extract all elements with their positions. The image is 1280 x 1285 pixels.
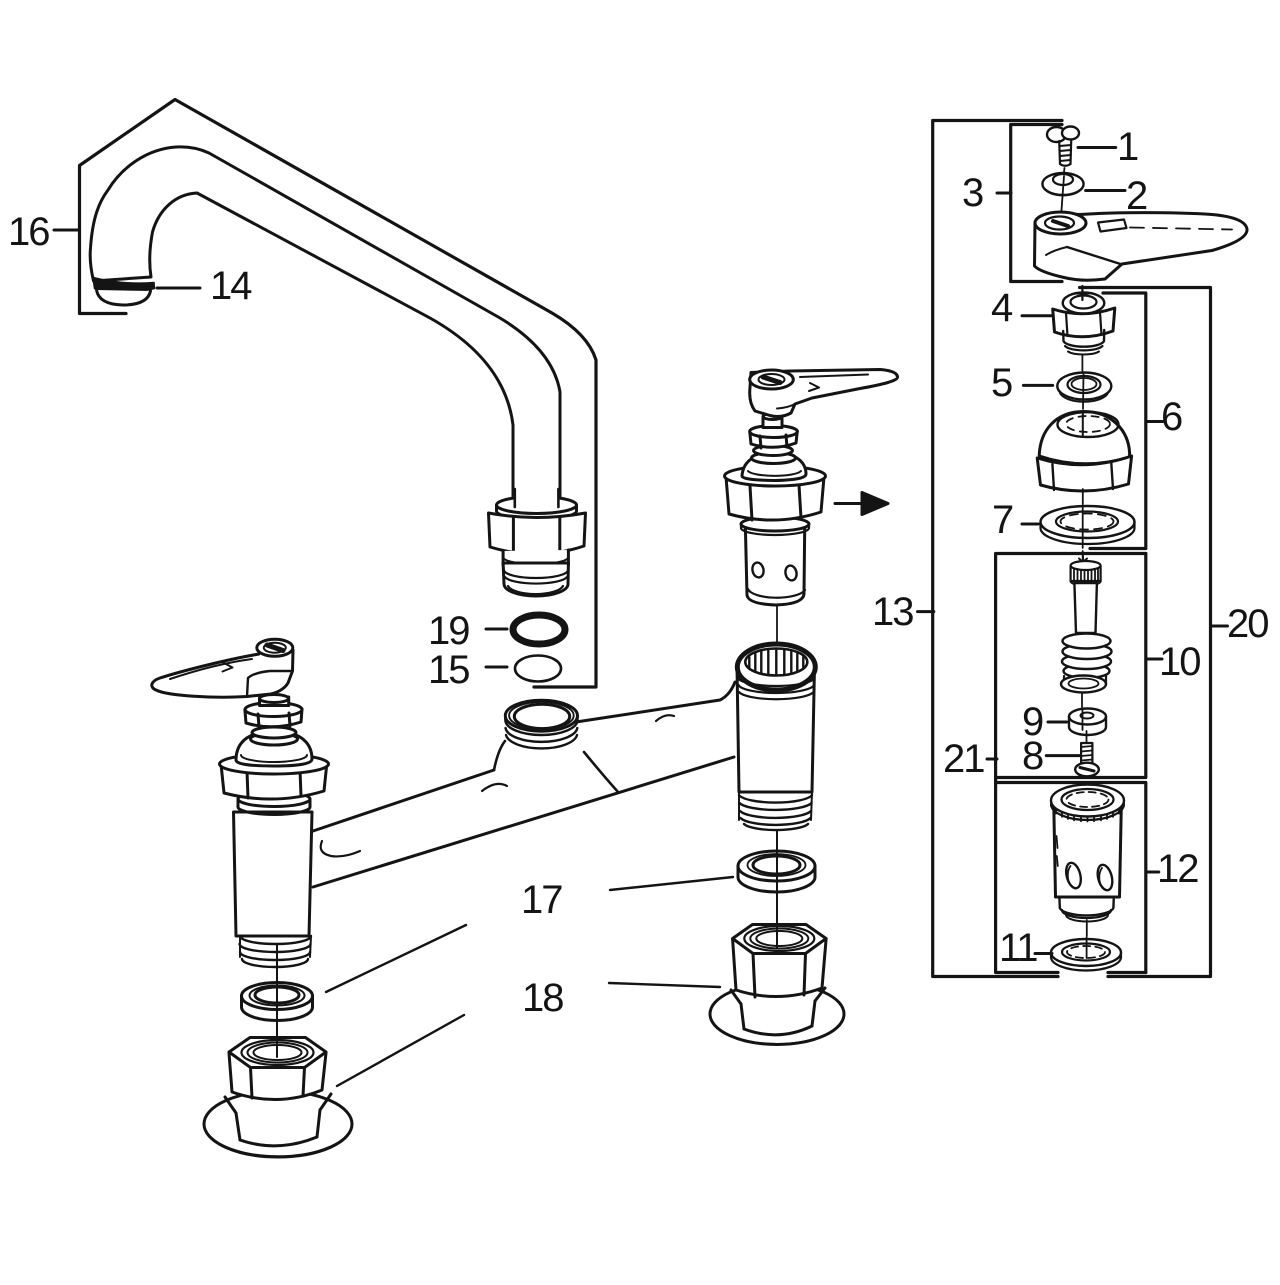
svg-text:19: 19: [428, 609, 469, 653]
svg-text:20: 20: [1227, 602, 1268, 646]
svg-text:13: 13: [872, 590, 913, 634]
svg-text:5: 5: [991, 361, 1012, 405]
svg-text:17: 17: [521, 878, 562, 922]
svg-text:3: 3: [962, 171, 983, 215]
svg-text:9: 9: [1022, 700, 1043, 744]
svg-text:16: 16: [8, 210, 49, 254]
svg-text:12: 12: [1157, 847, 1198, 891]
svg-text:21: 21: [943, 737, 984, 781]
svg-text:8: 8: [1022, 734, 1043, 778]
svg-text:15: 15: [428, 648, 469, 692]
svg-text:11: 11: [999, 926, 1037, 970]
svg-text:7: 7: [992, 498, 1013, 542]
svg-text:2: 2: [1126, 174, 1147, 218]
svg-text:4: 4: [991, 286, 1013, 330]
svg-text:6: 6: [1161, 395, 1182, 439]
svg-text:14: 14: [210, 264, 252, 308]
svg-text:1: 1: [1117, 125, 1138, 169]
svg-text:18: 18: [522, 976, 563, 1020]
svg-text:10: 10: [1159, 640, 1200, 684]
